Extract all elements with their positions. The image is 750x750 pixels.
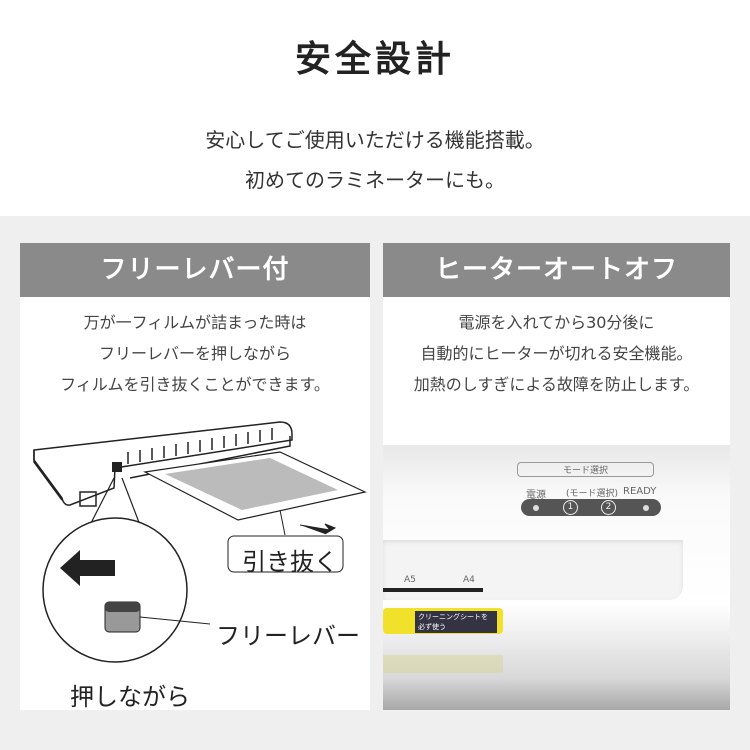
feature-card-heater-auto-off: ヒーターオートオフ 電源を入れてから30分後に 自動的にヒーターが切れる安全機能… xyxy=(383,243,730,710)
desc-line: 電源を入れてから30分後に xyxy=(458,313,655,332)
mode-1-button[interactable]: 1 xyxy=(563,500,578,515)
warning-label: クリーニングシートを必ず使う xyxy=(383,608,503,634)
card-header: ヒーターオートオフ xyxy=(383,243,730,297)
mode-select-label: (モード選択) xyxy=(566,489,619,499)
desc-line: 万が一フィルムが詰まった時は xyxy=(83,313,307,332)
a4-mark: A4 xyxy=(463,575,475,585)
ready-led xyxy=(643,505,649,511)
feature-card-free-lever: フリーレバー付 万が一フィルムが詰まった時は フリーレバーを押しながら フィルム… xyxy=(20,243,370,710)
mode-box-label: モード選択 xyxy=(563,466,609,476)
power-led xyxy=(533,505,539,511)
desc-line: フリーレバーを押しながら xyxy=(98,344,291,363)
pull-label: 引き抜く xyxy=(242,548,338,576)
ready-label: READY xyxy=(623,486,657,497)
desc-line: フィルムを引き抜くことができます。 xyxy=(60,375,330,394)
laminator-photo: モード選択 電源 (モード選択) READY 1 2 A5 A4 クリーニングシ… xyxy=(383,445,730,710)
lever-label: フリーレバー xyxy=(216,622,360,650)
warning-text: クリーニングシートを必ず使う xyxy=(415,611,497,633)
mode-2-button[interactable]: 2 xyxy=(601,500,616,515)
laminator-illustration xyxy=(33,421,367,663)
power-label: 電源 xyxy=(526,490,546,501)
subtitle: 安心してご使用いただける機能搭載。 初めてのラミネーターにも。 xyxy=(0,120,750,200)
desc-line: 加熱のしすぎによる故障を防止します。 xyxy=(413,375,700,394)
subtitle-line: 初めてのラミネーターにも。 xyxy=(245,168,505,192)
card-description: 万が一フィルムが詰まった時は フリーレバーを押しながら フィルムを引き抜くことが… xyxy=(20,297,370,400)
card-header: フリーレバー付 xyxy=(20,243,370,297)
a5-mark: A5 xyxy=(404,575,416,585)
control-panel: 1 2 xyxy=(521,499,661,516)
card-description: 電源を入れてから30分後に 自動的にヒーターが切れる安全機能。 加熱のしすぎによ… xyxy=(383,297,730,400)
subtitle-line: 安心してご使用いただける機能搭載。 xyxy=(205,128,545,152)
page-title: 安全設計 xyxy=(294,39,455,80)
press-label: 押しながら xyxy=(70,683,190,710)
desc-line: 自動的にヒーターが切れる安全機能。 xyxy=(420,344,693,363)
